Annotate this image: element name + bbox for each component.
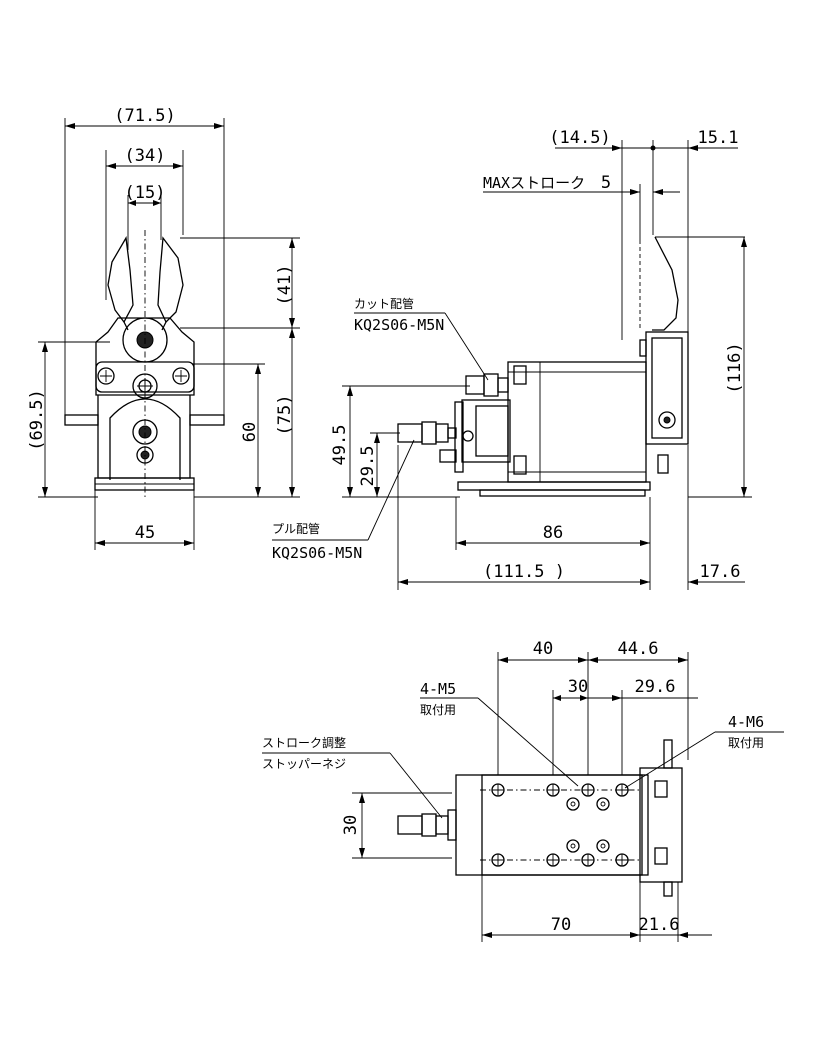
max-stroke-value: 5 <box>601 173 611 193</box>
m6-label: 4-M6 <box>728 713 764 731</box>
pull-port-part: KQ2S06-M5N <box>272 544 362 562</box>
dim-15-1: 15.1 <box>698 128 739 148</box>
right-pin <box>189 414 225 426</box>
side-screw-icon <box>658 411 676 429</box>
dim-29-6: 29.6 <box>635 677 676 697</box>
dim-21-6: 21.6 <box>639 915 680 935</box>
side-cylinder <box>507 361 647 483</box>
dim-45: 45 <box>135 523 155 543</box>
dim-34: (34) <box>125 146 166 166</box>
cut-port-label: カット配管 <box>354 296 414 311</box>
stroke-adjust-label: ストローク調整 <box>262 735 346 750</box>
dim-75: (75) <box>275 395 295 436</box>
m5-note: 取付用 <box>420 703 456 717</box>
dim-71-5: (71.5) <box>114 106 175 126</box>
left-pin <box>64 414 99 426</box>
left-jaw <box>107 236 134 324</box>
side-view: (14.5) 15.1 MAXストローク 5 <box>272 128 752 590</box>
bottom-head <box>639 767 683 883</box>
stopper-screw-label: ストッパーネジ <box>262 757 346 771</box>
cut-port-part: KQ2S06-M5N <box>354 316 444 334</box>
m5-label: 4-M5 <box>420 680 456 698</box>
dim-17-6: 17.6 <box>700 562 741 582</box>
dim-44-6: 44.6 <box>618 639 659 659</box>
bolt-right-icon <box>172 367 190 385</box>
dim-30-top: 30 <box>568 677 588 697</box>
front-view: (71.5) (34) (15) <box>27 106 300 550</box>
dim-29-5: 29.5 <box>358 446 378 487</box>
side-blade <box>652 236 679 331</box>
dim-15: (15) <box>125 183 166 203</box>
bottom-view: 40 44.6 30 29.6 4-M5 取付用 4-M6 取付用 ストローク調… <box>262 639 784 942</box>
m6-note: 取付用 <box>728 736 764 750</box>
bolt-pattern <box>491 783 629 867</box>
dim-60: 60 <box>240 422 260 442</box>
pull-port-label: プル配管 <box>272 521 320 536</box>
dim-40: 40 <box>533 639 553 659</box>
dim-14-5: (14.5) <box>549 128 610 148</box>
right-jaw <box>157 236 184 324</box>
dim-86: 86 <box>543 523 563 543</box>
side-head <box>645 331 689 445</box>
side-base <box>457 481 651 491</box>
max-stroke-label: MAXストローク <box>483 174 585 192</box>
dim-111-5: (111.5 ) <box>483 562 565 582</box>
front-body-upper <box>95 317 195 396</box>
dim-70: 70 <box>551 915 571 935</box>
bolt-left-icon <box>97 367 115 385</box>
dim-116: (116) <box>725 342 745 393</box>
stopper-screw <box>447 809 457 841</box>
dim-30-side: 30 <box>341 815 361 835</box>
dim-49-5: 49.5 <box>330 425 350 466</box>
dim-69-5: (69.5) <box>27 389 47 450</box>
dim-41: (41) <box>275 265 295 306</box>
